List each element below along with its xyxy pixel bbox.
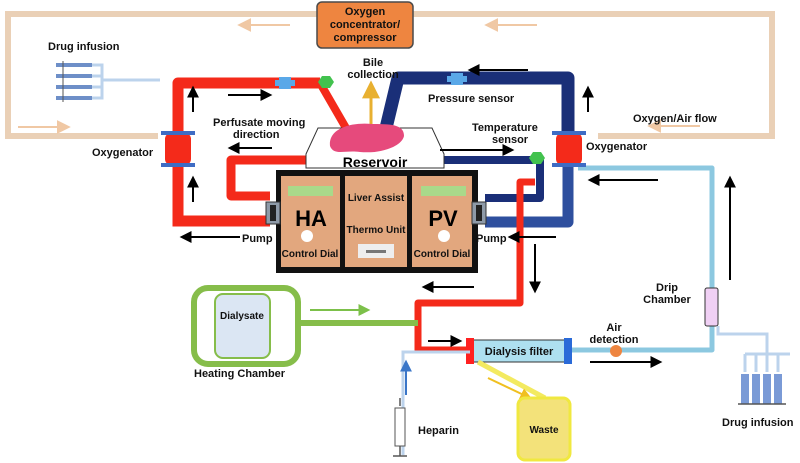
- concentrator-label-1: Oxygen: [345, 6, 386, 18]
- liver-assist-machine: HA PV Liver Assist Thermo Unit Control D…: [276, 170, 478, 273]
- drip-chamber-label-1: Drip: [656, 282, 678, 294]
- concentrator-label-3: compressor: [334, 32, 398, 44]
- liver-assist-label: Liver Assist: [348, 193, 405, 204]
- control-dial-right-label: Control Dial: [414, 249, 471, 260]
- pressure-sensor-label: Pressure sensor: [428, 93, 515, 105]
- bile-label-2: collection: [347, 69, 399, 81]
- perfusate-label-2: direction: [233, 129, 280, 141]
- oxygenator-left: [161, 131, 195, 167]
- drip-chamber-label-2: Chamber: [643, 294, 691, 306]
- light-blue-return-line: [572, 165, 715, 353]
- venous-circuit: [379, 71, 575, 228]
- drug-infusion-top-label: Drug infusion: [48, 41, 120, 53]
- heparin-syringe: Heparin: [393, 350, 470, 457]
- temperature-sensor-icon: [529, 152, 545, 164]
- syringe-icon: [56, 61, 92, 102]
- pump-left-icon: [265, 201, 281, 225]
- pressure-sensor-icon: [447, 73, 467, 85]
- liver-icon: [329, 123, 404, 153]
- flow-arrows: [179, 64, 736, 368]
- red-dialysis-line: [414, 178, 535, 354]
- pump-right-label: Pump: [476, 233, 507, 245]
- temperature-label-1: Temperature: [472, 122, 538, 134]
- oxygenator-left-label: Oxygenator: [92, 147, 154, 159]
- oxygenator-right: [552, 131, 586, 167]
- pressure-sensor-icon: [275, 77, 295, 89]
- oxygenator-right-label: Oxygenator: [586, 141, 648, 153]
- pump-left-label: Pump: [242, 233, 273, 245]
- oxygen-air-loop: [5, 11, 775, 139]
- control-dial-icon: [301, 230, 313, 242]
- control-dial-icon: [438, 230, 450, 242]
- heparin-label: Heparin: [418, 425, 459, 437]
- heating-chamber: Dialysate Heating Chamber: [191, 285, 301, 380]
- heating-chamber-label: Heating Chamber: [194, 368, 286, 380]
- oxygen-concentrator: Oxygen concentrator/ compressor: [316, 1, 414, 49]
- perfusate-label-1: Perfusate moving: [213, 117, 305, 129]
- drug-infusion-bottom: Drug infusion: [716, 326, 794, 429]
- concentrator-label-2: concentrator/: [330, 19, 400, 31]
- syringe-icon: [738, 374, 786, 405]
- temperature-label-2: sensor: [492, 134, 529, 146]
- pv-label: PV: [428, 206, 458, 231]
- air-detection-label-2: detection: [590, 334, 639, 346]
- thermo-unit-label: Thermo Unit: [347, 225, 407, 236]
- ha-label: HA: [295, 206, 327, 231]
- drip-chamber: Drip Chamber: [643, 282, 719, 327]
- dialysis-filter: Dialysis filter: [466, 338, 572, 364]
- reservoir: Reservoir: [305, 123, 445, 170]
- drug-infusion-bottom-label: Drug infusion: [722, 417, 794, 429]
- drug-infusion-top: Drug infusion: [48, 41, 160, 102]
- waste-label: Waste: [529, 425, 559, 436]
- bile-label-1: Bile: [363, 57, 383, 69]
- dialysis-filter-label: Dialysis filter: [485, 346, 554, 358]
- pump-right-icon: [471, 201, 487, 225]
- oxygen-air-flow-label: Oxygen/Air flow: [633, 113, 717, 125]
- air-detector-icon: [610, 345, 622, 357]
- air-detection-label-1: Air: [606, 322, 622, 334]
- reservoir-label: Reservoir: [343, 154, 408, 170]
- sensor-icon: [318, 76, 334, 88]
- waste-container: Waste: [476, 359, 572, 462]
- dialysate-label: Dialysate: [220, 311, 264, 322]
- control-dial-left-label: Control Dial: [282, 249, 339, 260]
